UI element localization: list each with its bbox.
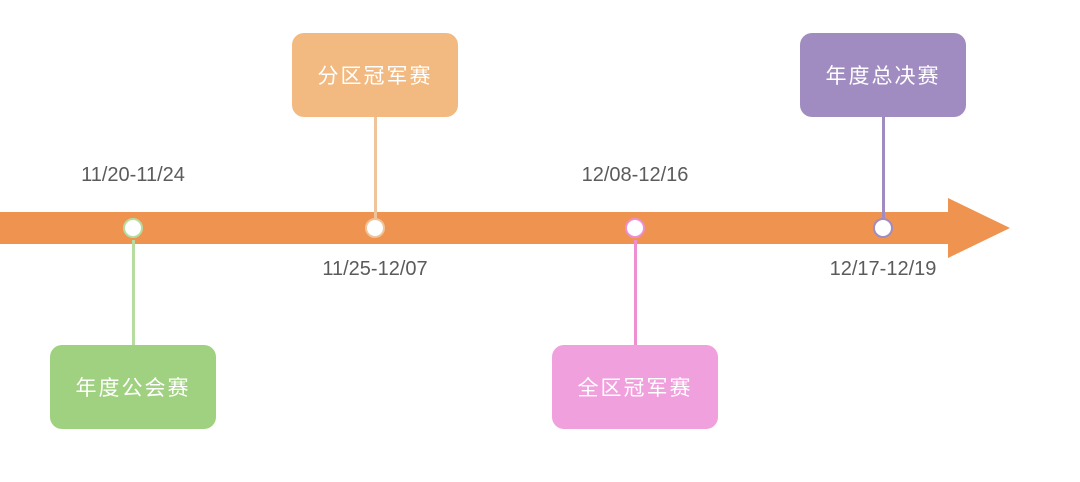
milestone-dot[interactable] (123, 218, 143, 238)
milestone-card[interactable]: 分区冠军赛 (292, 33, 458, 117)
connector-line (131, 240, 135, 348)
milestone-card[interactable]: 年度公会赛 (50, 345, 216, 429)
connector-line (881, 116, 885, 220)
milestone-card-label: 年度公会赛 (75, 377, 191, 400)
timeline-arrow-icon (948, 198, 1010, 258)
milestone-date: 11/25-12/07 (322, 258, 428, 280)
milestone-dot[interactable] (873, 218, 893, 238)
milestone-card-label: 分区冠军赛 (317, 65, 433, 88)
milestone-card-label: 全区冠军赛 (577, 377, 693, 400)
timeline-axis-bar (0, 212, 966, 244)
connector-line (633, 240, 637, 348)
milestone-date: 12/08-12/16 (581, 164, 689, 186)
milestone-date: 12/17-12/19 (829, 258, 937, 280)
milestone-dot[interactable] (365, 218, 385, 238)
milestone-date: 11/20-11/24 (81, 164, 185, 186)
connector-line (373, 116, 377, 220)
milestone-card[interactable]: 年度总决赛 (800, 33, 966, 117)
milestone-dot[interactable] (625, 218, 645, 238)
milestone-card[interactable]: 全区冠军赛 (552, 345, 718, 429)
milestone-card-label: 年度总决赛 (825, 65, 941, 88)
